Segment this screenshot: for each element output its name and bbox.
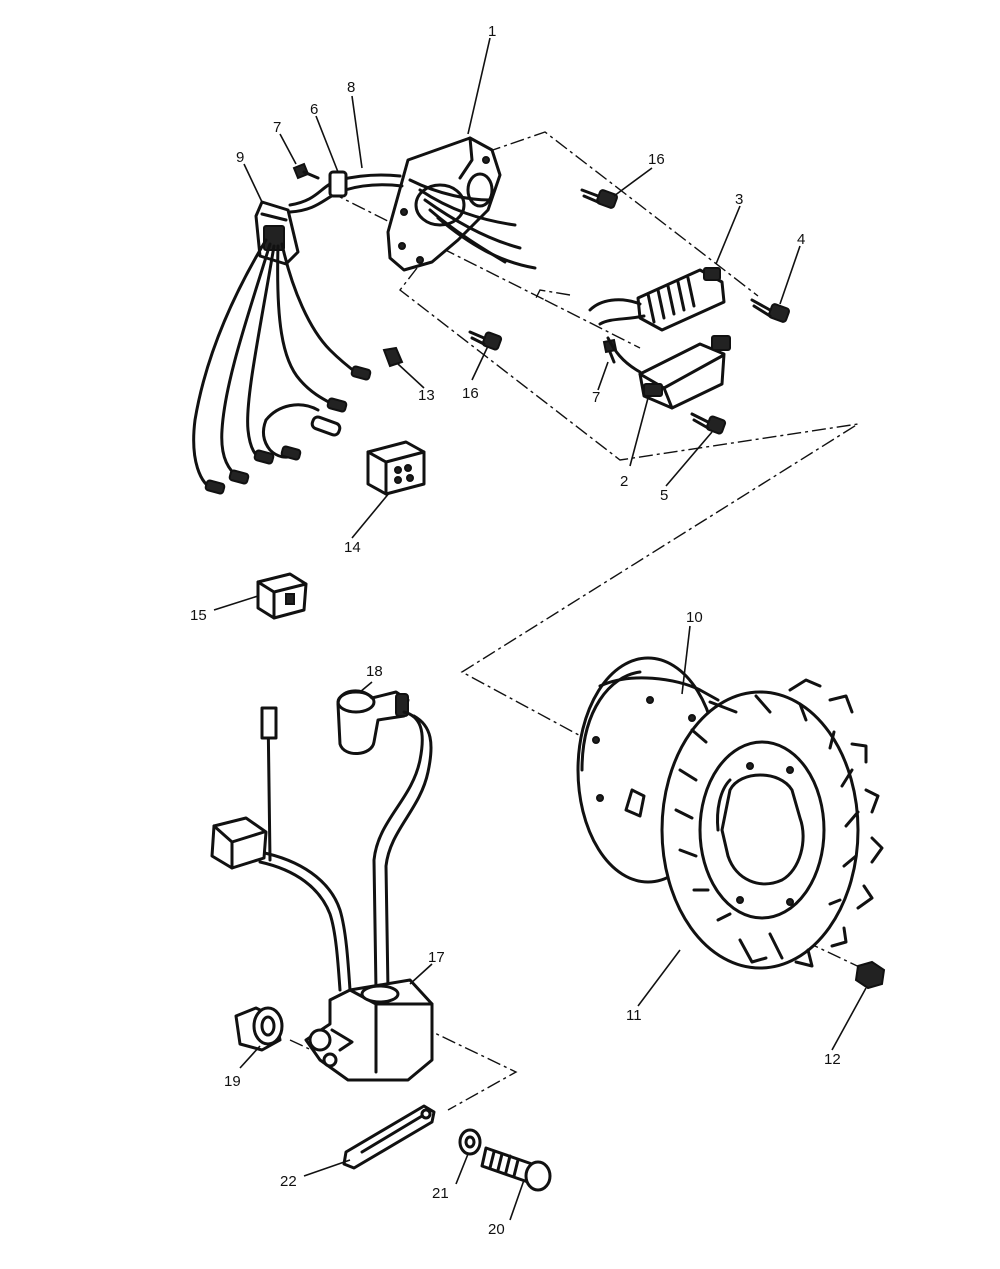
screw-5 (690, 412, 727, 435)
callout-12: 12 (824, 1051, 841, 1068)
bolt-16-upper (580, 188, 619, 209)
callout-1: 1 (488, 23, 496, 40)
callout-leaders (213, 37, 867, 1221)
callout-5: 5 (660, 487, 668, 504)
callout-labels: 1 2 3 4 5 6 7 7 8 9 10 11 12 13 14 15 16… (190, 23, 841, 1238)
lead-wires (192, 238, 372, 495)
terminal-13 (382, 346, 404, 368)
flywheel-fan (660, 678, 884, 970)
charge-coil (588, 267, 726, 332)
wire-harness (288, 170, 404, 214)
washer (458, 1128, 482, 1156)
callout-20: 20 (488, 1221, 505, 1238)
callout-19: 19 (224, 1073, 241, 1090)
bolt-16-lower (468, 330, 503, 351)
callout-21: 21 (432, 1185, 449, 1202)
callout-13: 13 (418, 387, 435, 404)
callout-7-upper: 7 (273, 119, 281, 136)
callout-2: 2 (620, 473, 628, 490)
callout-9: 9 (236, 149, 244, 166)
callout-18: 18 (366, 663, 383, 680)
screw-4 (750, 298, 791, 323)
callout-8: 8 (347, 79, 355, 96)
flywheel-nut (854, 960, 886, 990)
callout-11: 11 (626, 1007, 642, 1024)
connector-15 (256, 572, 308, 620)
callout-4: 4 (797, 231, 805, 248)
ignition-coil-body (304, 978, 434, 1082)
spark-plug-cap (336, 689, 410, 755)
callout-6: 6 (310, 101, 318, 118)
callout-16-lower: 16 (462, 385, 479, 402)
ignition-coil-leads (210, 706, 433, 992)
connector-14 (366, 440, 426, 496)
callout-10: 10 (686, 609, 703, 626)
harness-clamp (328, 170, 348, 198)
callout-15: 15 (190, 607, 207, 624)
spacer-collar (234, 1006, 284, 1052)
callout-22: 22 (280, 1173, 297, 1190)
callout-16-upper: 16 (648, 151, 665, 168)
callout-3: 3 (735, 191, 743, 208)
callout-7-lower: 7 (592, 389, 600, 406)
bolt-20 (480, 1146, 552, 1192)
callout-14: 14 (344, 539, 361, 556)
screw-small-upper (292, 162, 320, 180)
stator-base-plate (386, 136, 537, 272)
bracket-plate (342, 1104, 436, 1170)
pulser-coil (606, 335, 731, 410)
callout-17: 17 (428, 949, 445, 966)
